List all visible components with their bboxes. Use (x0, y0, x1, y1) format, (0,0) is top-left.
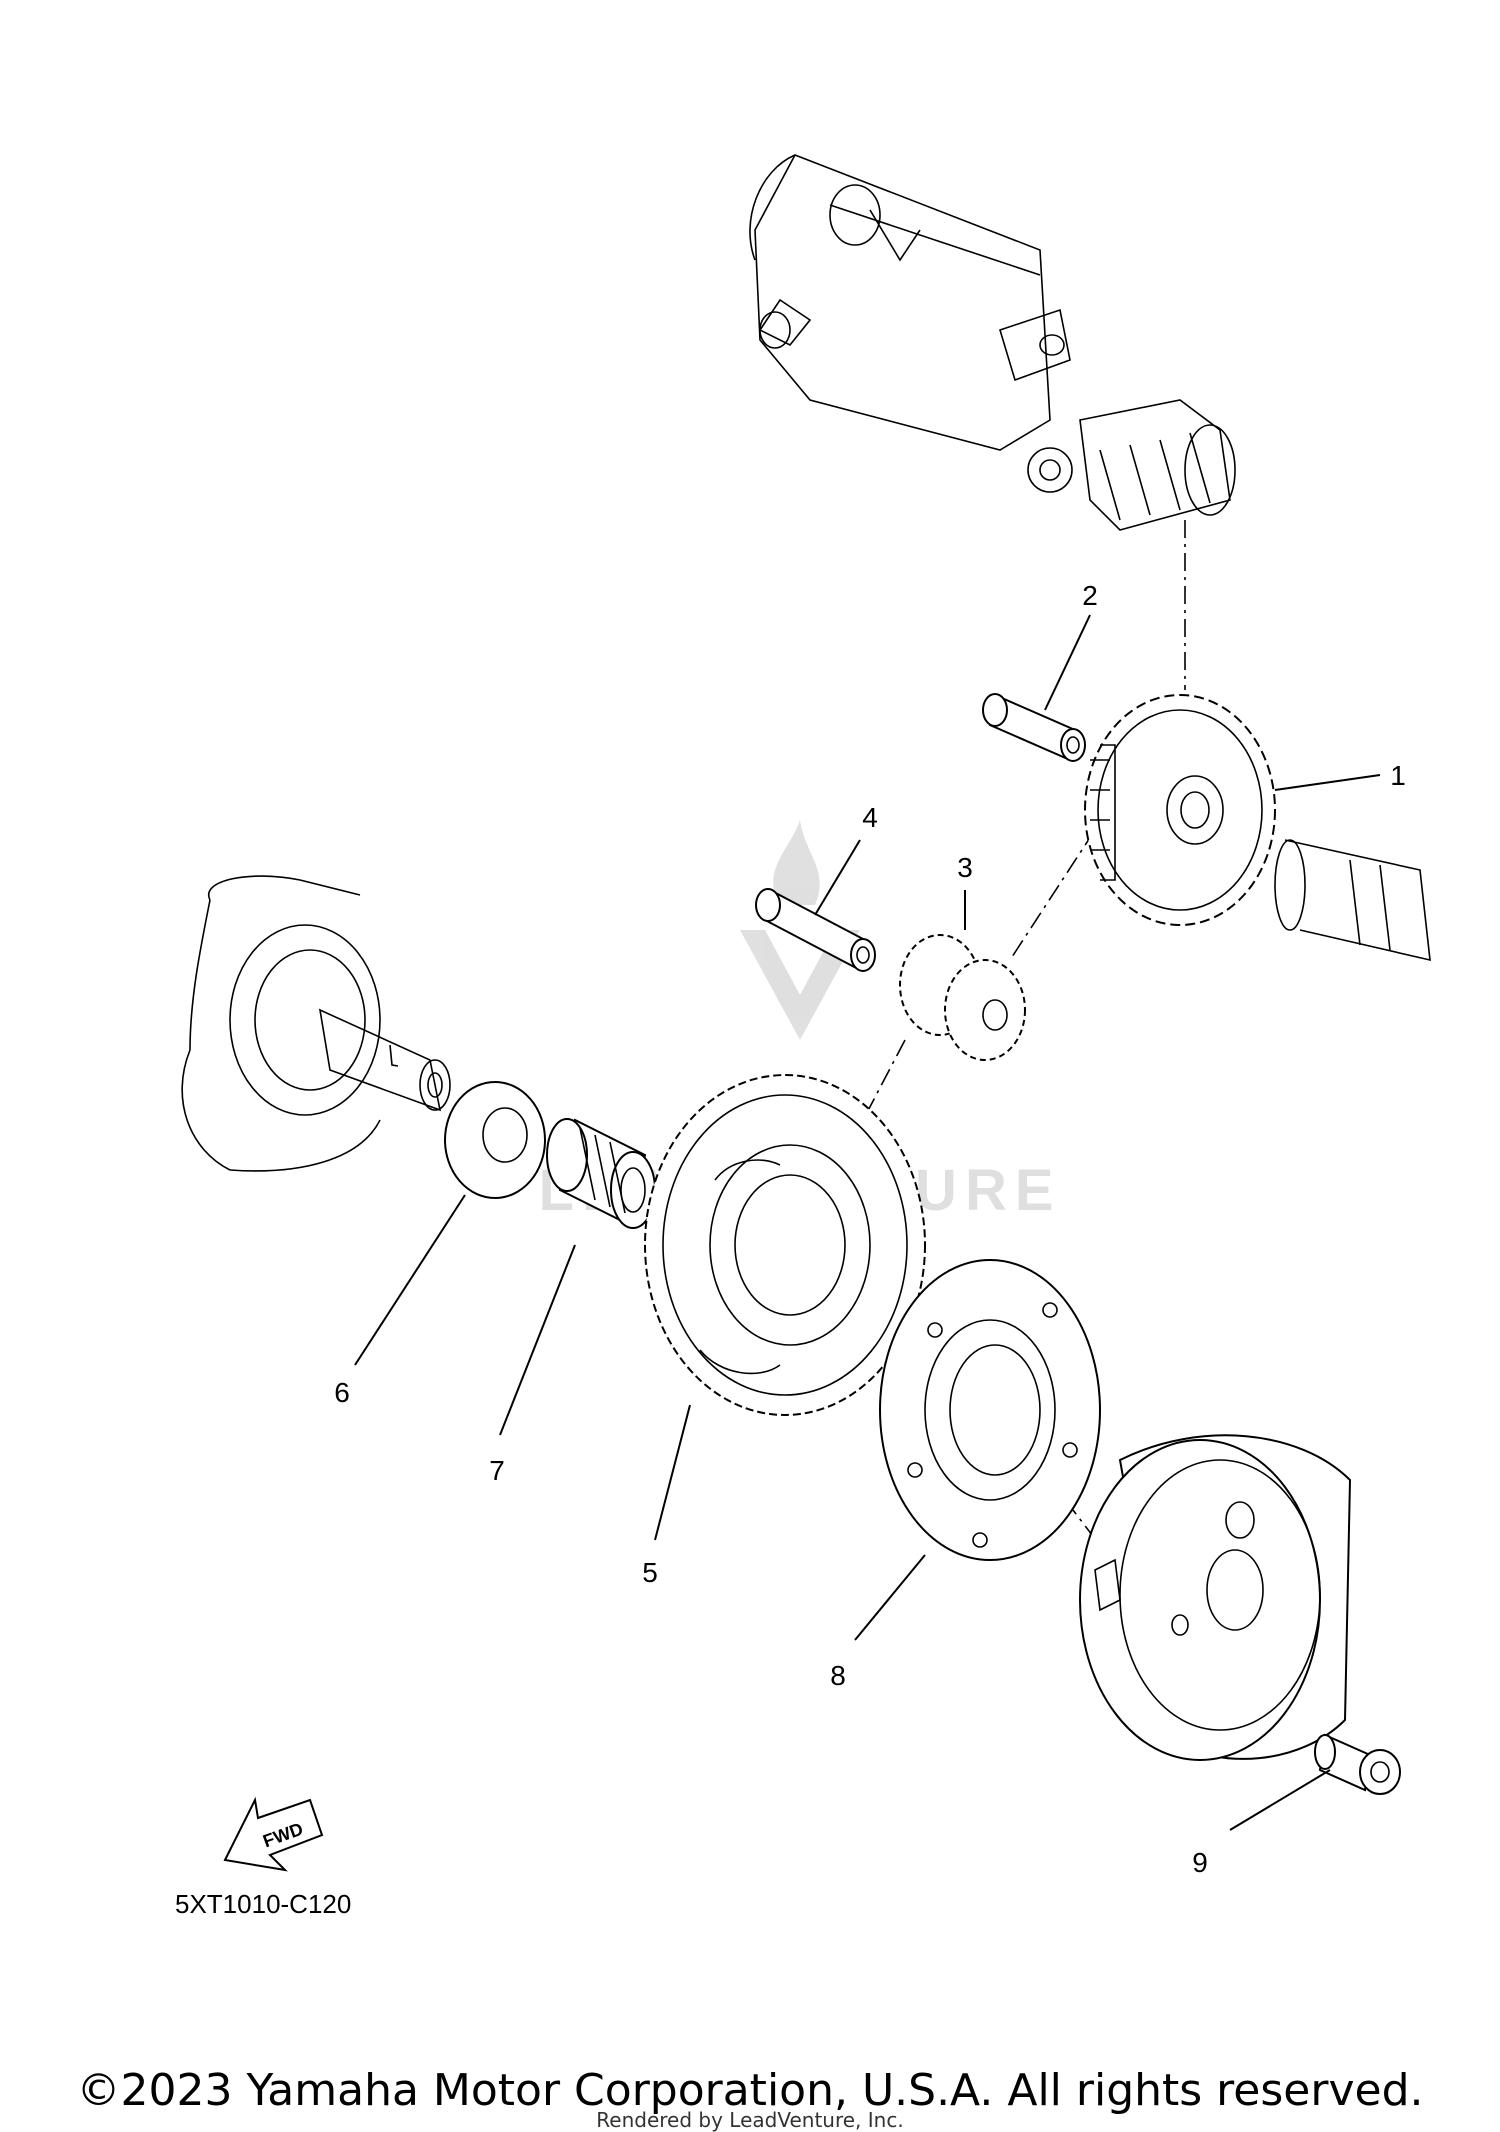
callout-7: 7 (489, 1455, 505, 1486)
callout-3: 3 (957, 852, 973, 883)
callout-6: 6 (334, 1377, 350, 1408)
callout-9: 9 (1192, 1847, 1208, 1878)
callout-5: 5 (642, 1557, 658, 1588)
part-2-shaft (982, 693, 1086, 762)
alignment-line-gear1-gear3 (1009, 829, 1096, 961)
part-1-idler-gear (1084, 694, 1276, 926)
part-7-needle-bearing (546, 1118, 656, 1229)
leader-line-6 (354, 1194, 466, 1366)
part-5-starter-gear (644, 1074, 926, 1416)
fwd-arrow-icon: FWD (223, 1796, 324, 1872)
leader-line-1 (1274, 774, 1381, 791)
part-3-small-gear (899, 934, 1026, 1061)
part-9-bolt (1314, 1733, 1401, 1795)
callout-2: 2 (1082, 580, 1098, 611)
flywheel-rotor (1079, 1434, 1352, 1761)
leader-line-5 (654, 1404, 691, 1541)
callout-1: 1 (1390, 760, 1406, 791)
copyright-notice: ©2023 Yamaha Motor Corporation, U.S.A. A… (76, 2065, 1424, 2116)
leader-line-7 (499, 1244, 576, 1436)
starter-motor (749, 153, 1236, 531)
leader-line-2 (1044, 614, 1091, 711)
callout-8: 8 (830, 1660, 846, 1691)
diagram-code: 5XT1010-C120 (175, 1889, 351, 1919)
leader-line-8 (854, 1554, 926, 1641)
rendered-by-notice: Rendered by LeadVenture, Inc. (596, 2108, 904, 2132)
crankcase-housing (181, 875, 451, 1172)
part-4-shaft (755, 888, 876, 972)
leader-line-9 (1229, 1769, 1331, 1831)
alignment-line-gear3-gear5 (849, 1039, 906, 1146)
crankshaft-end (1274, 839, 1431, 962)
leader-line-4 (814, 839, 861, 916)
callout-4: 4 (862, 802, 878, 833)
part-6-washer (444, 1081, 546, 1199)
part-8-starter-clutch (879, 1259, 1101, 1561)
